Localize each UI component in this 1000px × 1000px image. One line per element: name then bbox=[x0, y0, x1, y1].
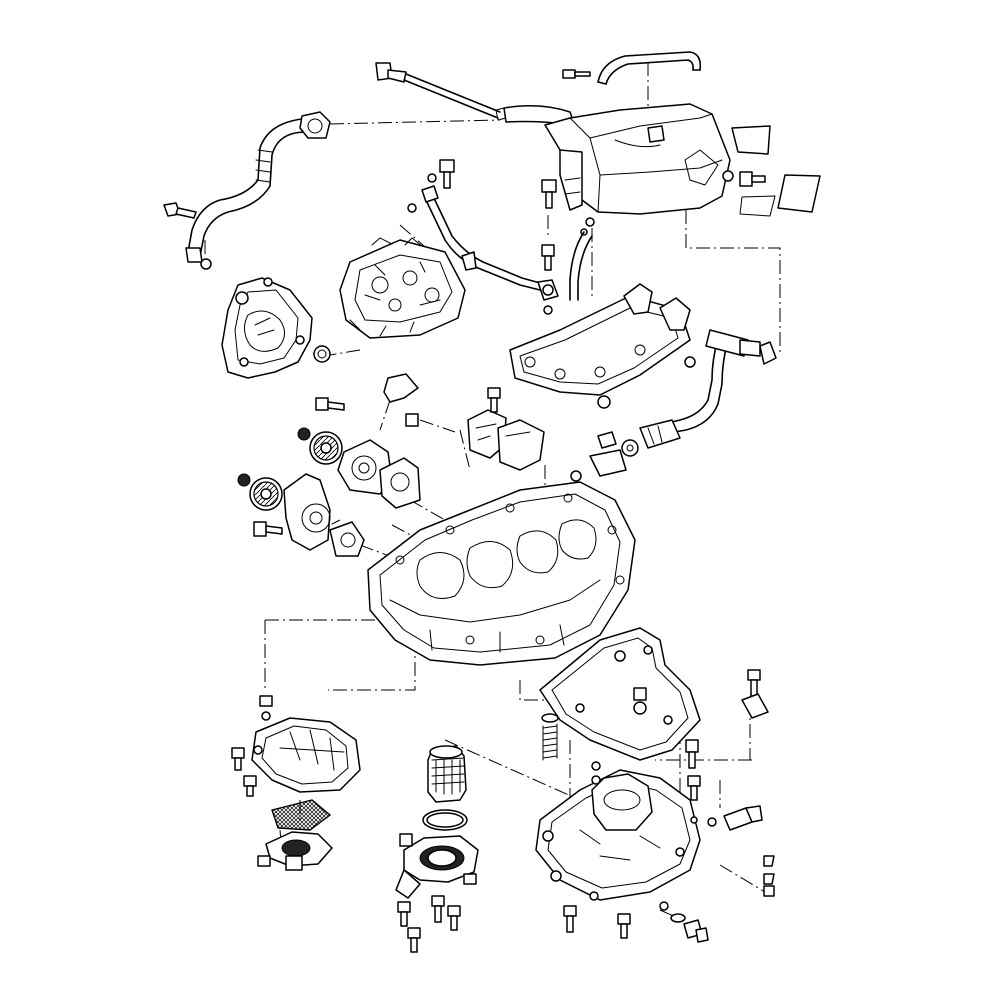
oil-tank bbox=[541, 103, 766, 236]
strainer-housing bbox=[231, 695, 361, 871]
bolt-icon bbox=[562, 69, 591, 79]
bolt-icon bbox=[447, 905, 461, 931]
upper-crankcase bbox=[367, 481, 636, 666]
oil-hose-left bbox=[163, 111, 331, 270]
bolt-icon bbox=[463, 873, 477, 885]
bolt-icon bbox=[253, 521, 283, 537]
return-pipe bbox=[570, 329, 777, 482]
engine-mount-bracket bbox=[509, 283, 691, 409]
bolt-icon bbox=[259, 695, 273, 721]
bolt-icon bbox=[739, 171, 766, 187]
oil-jet bbox=[467, 387, 545, 471]
bolt-icon bbox=[685, 739, 699, 769]
bolt-icon bbox=[741, 669, 769, 719]
bolt-icon bbox=[597, 431, 617, 449]
bolt-icon bbox=[243, 775, 257, 797]
gear-icon bbox=[237, 473, 283, 511]
oil-filter-cartridge bbox=[422, 745, 468, 831]
bolt-icon bbox=[407, 927, 421, 953]
bolt-icon bbox=[399, 833, 413, 847]
oil-pump-assembly bbox=[237, 373, 421, 557]
drain-bolt bbox=[670, 855, 775, 943]
cylinder-head bbox=[339, 237, 466, 339]
oil-pressure-switch bbox=[690, 805, 763, 831]
bolt-icon bbox=[487, 387, 501, 413]
bolt-icon bbox=[687, 775, 701, 801]
bolt-icon bbox=[231, 747, 245, 771]
bolt-icon bbox=[315, 397, 345, 411]
gear-icon bbox=[297, 427, 343, 465]
dipstick bbox=[375, 62, 576, 127]
bolt-icon bbox=[431, 895, 445, 923]
bolt-icon bbox=[257, 855, 271, 867]
oil-pan-gasket bbox=[539, 627, 769, 761]
bolt-icon bbox=[563, 905, 577, 933]
lower-crankcase-sump bbox=[535, 739, 701, 939]
bolt-icon bbox=[617, 913, 631, 939]
bolt-icon bbox=[439, 159, 455, 189]
oil-pipe bbox=[407, 159, 559, 301]
side-cover bbox=[221, 277, 331, 379]
bolt-icon bbox=[541, 244, 555, 271]
breather-hose-upper bbox=[562, 51, 702, 85]
relief-valve-spring bbox=[541, 713, 601, 785]
tank-labels bbox=[731, 125, 821, 217]
bolt-icon bbox=[163, 202, 197, 219]
bolt-icon bbox=[633, 687, 647, 701]
filter-cover bbox=[395, 833, 479, 953]
bolt-icon bbox=[541, 179, 557, 209]
bolt-icon bbox=[397, 901, 411, 927]
